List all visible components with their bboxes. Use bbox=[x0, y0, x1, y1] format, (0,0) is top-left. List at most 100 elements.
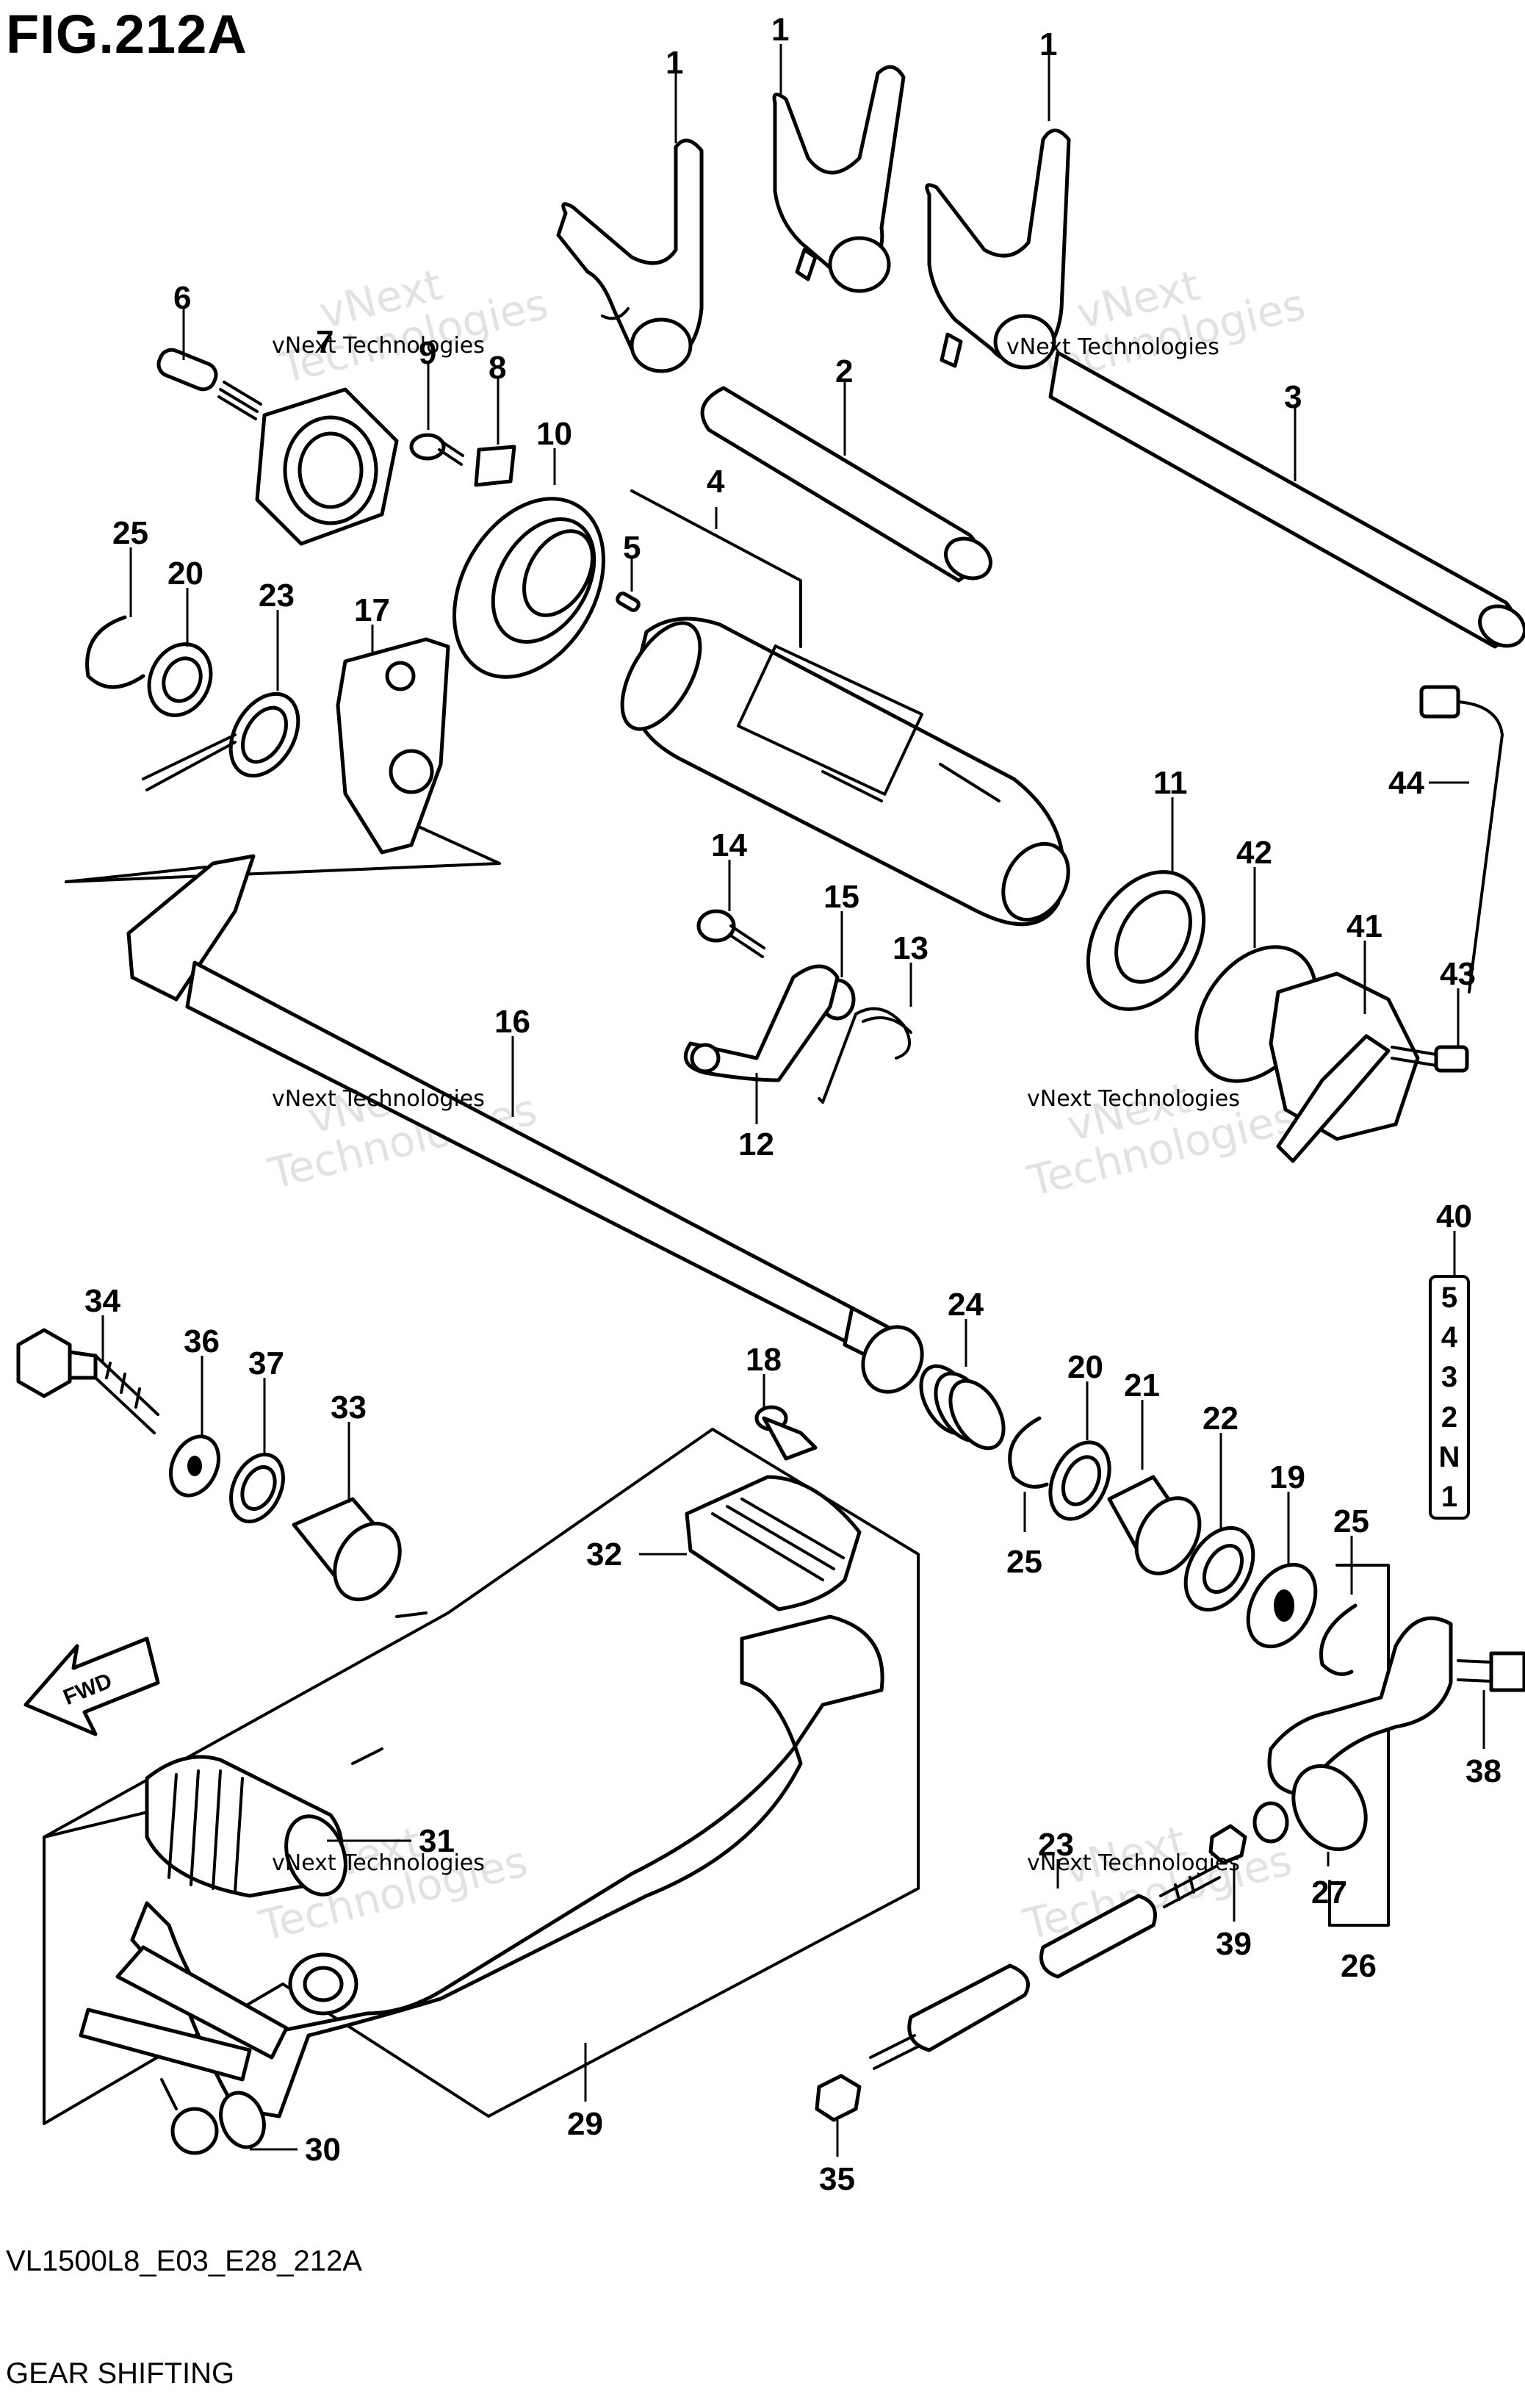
callout-35: 35 bbox=[819, 2161, 855, 2197]
callout-9: 9 bbox=[419, 335, 436, 371]
callout-43: 43 bbox=[1440, 956, 1476, 992]
washer-37 bbox=[229, 1452, 285, 1524]
circlip-25-bottom bbox=[1319, 1603, 1358, 1676]
gearshift-shaft-16 bbox=[126, 854, 924, 1394]
fwd-arrow: FWD bbox=[24, 1636, 160, 1736]
callout-21: 21 bbox=[1124, 1367, 1160, 1404]
callout-5: 5 bbox=[623, 530, 641, 566]
bearing-11 bbox=[1086, 870, 1206, 1011]
callout-36: 36 bbox=[184, 1323, 220, 1359]
callout-32: 32 bbox=[586, 1537, 622, 1573]
callout-13: 13 bbox=[893, 930, 929, 966]
washer-19 bbox=[1246, 1562, 1318, 1649]
joint-30 bbox=[160, 2078, 266, 2155]
reference-frames bbox=[43, 489, 1390, 2125]
figure-title: FIG.212A bbox=[6, 4, 248, 65]
callout-25a: 25 bbox=[112, 515, 148, 551]
callout-25c: 25 bbox=[1333, 1503, 1369, 1539]
wm-small-3: vNext Technologies bbox=[272, 1086, 485, 1112]
leader-lines bbox=[101, 44, 1485, 2157]
callout-15: 15 bbox=[823, 879, 859, 915]
callout-24: 24 bbox=[948, 1287, 984, 1323]
callout-41: 41 bbox=[1346, 908, 1382, 944]
callout-22: 22 bbox=[1203, 1401, 1239, 1437]
callout-20a: 20 bbox=[167, 556, 203, 592]
gear-label-3: 3 bbox=[1441, 1361, 1458, 1394]
screw-43 bbox=[1391, 1045, 1469, 1073]
pin-6 bbox=[156, 348, 262, 420]
shift-fork-right bbox=[925, 129, 1071, 370]
cam-stopper-7 bbox=[255, 387, 399, 546]
callout-labels: 1 1 1 2 3 4 5 6 7 8 9 10 11 12 13 14 15 … bbox=[84, 12, 1501, 2197]
callout-25b: 25 bbox=[1006, 1544, 1042, 1580]
callout-20b: 20 bbox=[1067, 1349, 1103, 1385]
lever-27 bbox=[1252, 1616, 1453, 1852]
callout-33: 33 bbox=[331, 1390, 367, 1426]
callout-17: 17 bbox=[354, 592, 390, 628]
callout-38: 38 bbox=[1465, 1753, 1501, 1789]
wire-44 bbox=[1419, 685, 1504, 993]
washer-20-top bbox=[147, 642, 213, 717]
fork-shaft-2 bbox=[700, 386, 992, 583]
callout-6: 6 bbox=[173, 280, 191, 316]
gear-label-n: N bbox=[1438, 1440, 1460, 1473]
callout-12: 12 bbox=[738, 1126, 774, 1162]
callout-44: 44 bbox=[1388, 765, 1424, 801]
gear-label-4: 4 bbox=[1441, 1321, 1458, 1354]
callout-23a: 23 bbox=[259, 578, 295, 614]
callout-34: 34 bbox=[84, 1283, 120, 1319]
callout-29: 29 bbox=[567, 2106, 603, 2142]
shift-fork-left bbox=[556, 138, 704, 373]
callout-19: 19 bbox=[1269, 1459, 1305, 1495]
pedal-rubber-31 bbox=[145, 1755, 347, 1898]
circlip-25-top bbox=[85, 615, 145, 689]
bolt-34 bbox=[16, 1328, 159, 1434]
wm-small-5: vNext Technologies bbox=[272, 1850, 485, 1876]
plate-17 bbox=[336, 637, 450, 855]
callout-26: 26 bbox=[1341, 1948, 1377, 1984]
shift-fork-center bbox=[772, 65, 906, 293]
callout-1a: 1 bbox=[666, 45, 683, 81]
gear-position-switch-41 bbox=[1269, 971, 1420, 1163]
callout-23b: 23 bbox=[1038, 1827, 1074, 1863]
fork-shaft-3 bbox=[1048, 351, 1525, 649]
callout-30: 30 bbox=[305, 2132, 341, 2168]
shift-pedal-29 bbox=[79, 1614, 884, 2118]
callout-1c: 1 bbox=[1039, 26, 1057, 62]
callout-18: 18 bbox=[746, 1342, 782, 1378]
callout-31: 31 bbox=[419, 1823, 455, 1859]
callout-3: 3 bbox=[1284, 379, 1302, 415]
collar-33 bbox=[292, 1497, 402, 1602]
callout-4: 4 bbox=[707, 464, 725, 500]
circlip-25-mid bbox=[1008, 1416, 1049, 1489]
callout-40: 40 bbox=[1436, 1198, 1472, 1234]
arm-12 bbox=[683, 964, 840, 1082]
spring-24 bbox=[919, 1364, 1006, 1451]
callout-8: 8 bbox=[488, 350, 506, 386]
bearing-10 bbox=[453, 497, 605, 679]
washer-20-mid bbox=[1048, 1440, 1111, 1521]
wm-small-6: vNext Technologies bbox=[1027, 1850, 1240, 1876]
gear-label-2: 2 bbox=[1441, 1401, 1458, 1434]
bolt-18 bbox=[754, 1405, 818, 1461]
pin-5 bbox=[616, 592, 641, 612]
watermark-small: vNext Technologies vNext Technologies vN… bbox=[272, 333, 1240, 1876]
bolt-38 bbox=[1457, 1651, 1525, 1692]
nut-39 bbox=[1208, 1824, 1247, 1865]
wm-small-2: vNext Technologies bbox=[1006, 334, 1219, 360]
pedal-pad-32 bbox=[685, 1475, 862, 1611]
callout-39: 39 bbox=[1216, 1926, 1252, 1962]
callout-2: 2 bbox=[835, 353, 853, 389]
gear-label-5: 5 bbox=[1441, 1282, 1458, 1315]
callout-10: 10 bbox=[536, 416, 572, 452]
washer-36 bbox=[169, 1434, 220, 1498]
plate-8 bbox=[474, 445, 516, 487]
figure-name: GEAR SHIFTING bbox=[6, 2357, 235, 2390]
callout-37: 37 bbox=[248, 1345, 284, 1381]
figure-code: VL1500L8_E03_E28_212A bbox=[6, 2245, 362, 2277]
spring-23 bbox=[142, 691, 300, 791]
oil-seal-22 bbox=[1183, 1525, 1255, 1612]
callout-11: 11 bbox=[1153, 765, 1188, 801]
gear-position-indicator: 5 4 3 2 N 1 bbox=[1429, 1275, 1470, 1520]
